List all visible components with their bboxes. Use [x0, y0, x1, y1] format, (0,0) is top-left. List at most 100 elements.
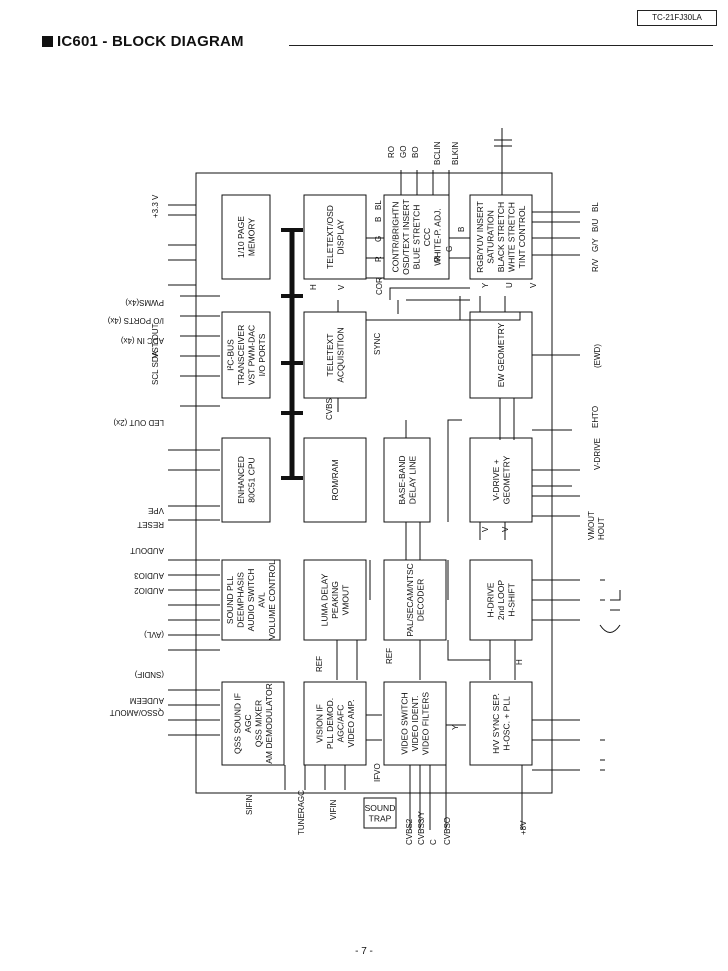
- title-text: IC601 - BLOCK DIAGRAM: [57, 33, 244, 50]
- block-qss-sound-line: QSS MIXER: [253, 700, 263, 747]
- pin-label-blkin: BLKIN: [451, 142, 460, 165]
- block-decoder-line: PAL/SECAM/NTSC: [405, 563, 415, 637]
- pin-label-8v: +8V: [519, 820, 528, 835]
- pin-label-vst-out: VST OUT: [151, 323, 160, 358]
- block-hv-sync-box: [469, 681, 533, 766]
- header-rule: [289, 45, 713, 46]
- pin-label-scl-sda: SCL SDA: [151, 350, 160, 385]
- block-qss-sound-box: [221, 681, 285, 766]
- pin-label-audio2: AUDIO2: [134, 586, 164, 595]
- page-number: - 7 -: [355, 946, 373, 957]
- pin-label-r1: R: [374, 256, 383, 262]
- block-sound-pll-line: DEEMPHASIS: [236, 572, 246, 628]
- pin-label-3v3: +3.3 V: [151, 194, 160, 218]
- pin-label-ro: RO: [387, 146, 396, 158]
- pin-label-audio3: AUDIO3: [134, 571, 164, 580]
- block-teletext-acq-line: ACQUISITION: [335, 327, 345, 382]
- block-teletext-acq-line: TELETEXT: [325, 334, 335, 377]
- block-rom-ram-box: [303, 437, 367, 523]
- block-sound-pll-line: AUDIO SWITCH: [246, 569, 256, 632]
- block-cpu-box: [221, 437, 271, 523]
- pin-label-vi: V: [529, 282, 538, 288]
- block-i2c-bus-box: [221, 311, 271, 399]
- pin-label-vint: V: [501, 526, 510, 532]
- block-luma-delay-line: PEAKING: [330, 581, 340, 619]
- block-sound-pll-box: [221, 559, 281, 641]
- block-i2c-bus-line: VST PWM-DAC: [246, 325, 256, 385]
- pin-label-h: H: [309, 284, 318, 290]
- block-contr-brightn-line: BLUE STRETCH: [412, 205, 422, 270]
- block-rgb-yuv-line: TINT CONTROL: [517, 205, 527, 268]
- block-sound-trap-box: [363, 797, 397, 829]
- model-number: TC-21FJ30LA: [637, 10, 717, 26]
- block-h-drive-line: H-DRIVE: [486, 582, 496, 617]
- pin-label-pwms: PWMS(4x): [125, 298, 164, 307]
- block-rgb-yuv-line: RGB/YUV INSERT: [475, 201, 485, 273]
- pin-label-cvbs3: CVBS3/Y: [417, 811, 426, 845]
- pin-label-rgb-r: R/V: [591, 258, 600, 272]
- pin-label-cvbso: CVBSO: [443, 817, 452, 845]
- pin-label-g1: G: [374, 236, 383, 242]
- pin-label-v3: V: [481, 526, 490, 532]
- block-vision-if-line: AGC/AFC: [335, 705, 345, 743]
- pin-label-cvbs: CVBS: [325, 398, 334, 420]
- block-teletext-acq-box: [303, 311, 367, 399]
- pin-label-c: C: [429, 839, 438, 845]
- block-base-band-line: BASE-BAND: [397, 455, 407, 504]
- pin-label-bo: BO: [411, 146, 420, 158]
- title-bullet-icon: [42, 36, 53, 47]
- pin-label-yi: Y: [481, 282, 490, 288]
- block-video-switch-line: VIDEO FILTERS: [421, 692, 431, 755]
- block-qss-sound-line: AM DEMODULATOR: [264, 683, 274, 763]
- pin-label-r2: R: [433, 256, 442, 262]
- pin-label-hout: HOUT: [597, 517, 606, 540]
- block-luma-delay-box: [303, 559, 367, 641]
- block-contr-brightn-box: [383, 194, 450, 280]
- pin-label-bclin: BCLIN: [433, 141, 442, 165]
- block-video-switch-line: VIDEO IDENT.: [410, 696, 420, 752]
- pin-label-b1: B: [374, 217, 383, 222]
- pin-label-ifvo: IFVO: [373, 763, 382, 782]
- block-video-switch-box: [383, 681, 447, 766]
- block-sound-pll-line: AVL: [257, 592, 267, 608]
- pin-label-go: GO: [399, 146, 408, 158]
- pin-label-cor: COR: [375, 277, 384, 295]
- block-i2c-bus-line: TRANSCEIVER: [236, 325, 246, 385]
- block-h-drive-line: H-SHIFT: [507, 583, 517, 617]
- pin-label-vs: V: [337, 284, 346, 290]
- block-ew-geometry-line: EW GEOMETRY: [496, 322, 506, 387]
- pin-label-sifin: SIFIN: [245, 794, 254, 815]
- block-teletext-osd-line: DISPLAY: [335, 219, 345, 255]
- block-vision-if-line: VIDEO AMP.: [346, 699, 356, 747]
- pin-label-io-ports: I/O PORTS (4x): [107, 316, 164, 325]
- pin-label-avl: (AVL): [144, 630, 164, 639]
- pin-label-vpe: VPE: [148, 506, 164, 515]
- block-rgb-yuv-line: BLACK STRETCH: [496, 202, 506, 272]
- block-luma-delay-line: VMOUT: [341, 585, 351, 616]
- pin-label-ehto: EHTO: [591, 406, 600, 428]
- pin-label-g2: G: [445, 246, 454, 252]
- block-vision-if-line: PLL DEMOD.: [325, 698, 335, 749]
- block-contr-brightn-line: OSD/TEXT INSERT: [401, 199, 411, 275]
- block-rom-ram-line: ROM/RAM: [330, 459, 340, 500]
- block-teletext-osd-box: [303, 194, 367, 280]
- block-base-band-box: [383, 437, 431, 523]
- pin-label-vmout: VMOUT: [587, 511, 596, 540]
- block-sound-pll-line: VOLUME CONTROL: [267, 560, 277, 640]
- pin-label-led-out: LED OUT (2x): [113, 418, 164, 427]
- block-vision-if-line: VISION IF: [314, 704, 324, 743]
- block-contr-brightn-line: CCC: [422, 228, 432, 246]
- pin-label-ref2: REF: [385, 648, 394, 664]
- block-cpu-line: 80C51 CPU: [246, 457, 256, 502]
- block-hv-sync-line: H/V SYNC SEP.: [491, 693, 501, 754]
- pin-label-qsso: QSSO/AMOUT: [110, 708, 164, 717]
- pin-label-ref1: REF: [315, 656, 324, 672]
- block-vision-if-box: [303, 681, 367, 766]
- block-i2c-bus-line: I/O PORTS: [257, 333, 267, 376]
- block-qss-sound-line: AGC: [243, 714, 253, 732]
- pin-label-ewd: (EWD): [593, 344, 602, 368]
- block-luma-delay-line: LUMA DELAY: [320, 573, 330, 626]
- block-teletext-osd-line: TELETEXT/OSD: [325, 205, 335, 269]
- block-rgb-yuv-line: SATURATION: [486, 210, 496, 264]
